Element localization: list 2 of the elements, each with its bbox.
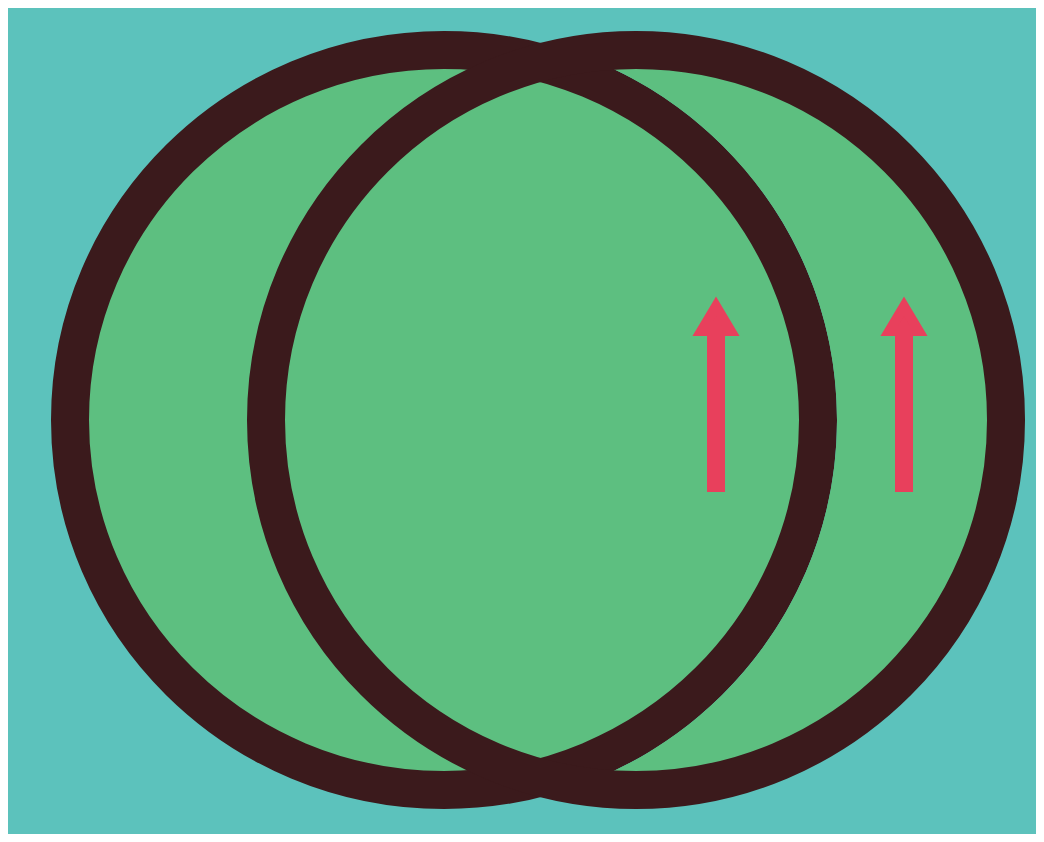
ring <box>51 31 837 809</box>
ring <box>247 31 1025 809</box>
